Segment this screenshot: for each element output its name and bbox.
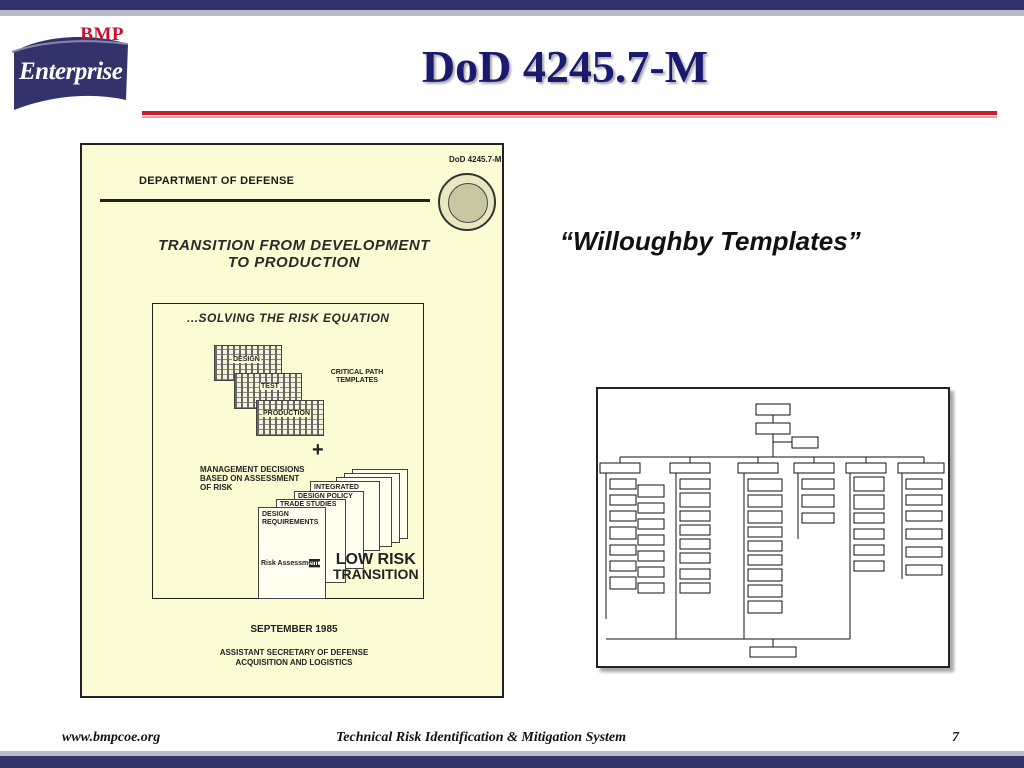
footer-page-number: 7 xyxy=(952,730,959,745)
top-band xyxy=(0,0,1024,10)
org-chart-drawing xyxy=(599,403,945,658)
bottom-band xyxy=(0,756,1024,768)
production-grid xyxy=(256,400,324,436)
dod-seal-icon xyxy=(438,173,496,231)
bottom-band-light xyxy=(0,751,1024,756)
logo-enterprise-text: Enterprise xyxy=(19,58,123,85)
low-risk-line1: LOW RISK xyxy=(335,551,416,568)
critical-path-label: CRITICAL PATH TEMPLATES xyxy=(330,369,384,384)
equals-sign: = xyxy=(308,551,321,576)
doc-title-line2: TO PRODUCTION xyxy=(227,254,361,271)
production-grid-label: PRODUCTION xyxy=(262,410,312,417)
low-risk-line2: TRANSITION xyxy=(333,566,419,582)
page-integrated-label: INTEGRATED xyxy=(314,484,359,491)
low-risk-transition: LOW RISK TRANSITION xyxy=(333,551,419,582)
org-chart-image xyxy=(596,387,950,668)
slide-title: DoD 4245.7-M xyxy=(421,41,709,92)
risk-assessment-label: Risk Assessment xyxy=(261,560,319,567)
doc-code: DoD 4245.7-M xyxy=(449,155,502,164)
doc-date: SEPTEMBER 1985 xyxy=(250,624,338,635)
doc-department: DEPARTMENT OF DEFENSE xyxy=(139,175,295,187)
title-rule xyxy=(142,111,997,115)
footer-website: www.bmpcoe.org xyxy=(62,730,161,745)
doc-title-line1: TRANSITION FROM DEVELOPMENT xyxy=(158,237,430,254)
top-band-light xyxy=(0,10,1024,16)
doc-divider xyxy=(100,199,430,202)
test-grid-label: TEST xyxy=(260,383,280,390)
page-design-requirements-label: DESIGN REQUIREMENTS xyxy=(262,511,319,526)
assistant-line1: ASSISTANT SECRETARY OF DEFENSE xyxy=(219,648,369,657)
page-trade-studies-label: TRADE STUDIES xyxy=(280,501,337,508)
footer-system-name: Technical Risk Identification & Mitigati… xyxy=(336,730,627,745)
management-decisions-label: MANAGEMENT DECISIONS BASED ON ASSESSMENT… xyxy=(200,465,305,492)
doc-title: TRANSITION FROM DEVELOPMENT TO PRODUCTIO… xyxy=(82,237,502,271)
plus-sign: + xyxy=(312,439,324,461)
title-rule-shadow xyxy=(142,116,997,118)
bmp-enterprise-logo: BMP Enterprise xyxy=(10,22,132,114)
doc-subtitle: ...SOLVING THE RISK EQUATION xyxy=(187,311,390,325)
document-cover-image: DoD 4245.7-M DEPARTMENT OF DEFENSE TRANS… xyxy=(80,143,504,698)
assistant-line2: ACQUISITION AND LOGISTICS xyxy=(235,658,353,667)
logo-bmp-text: BMP xyxy=(80,24,124,45)
template-page xyxy=(258,507,326,599)
design-grid-label: DESIGN xyxy=(232,356,261,363)
doc-assistant-secretary: ASSISTANT SECRETARY OF DEFENSE ACQUISITI… xyxy=(82,648,502,668)
page-design-policy-label: DESIGN POLICY xyxy=(298,493,353,500)
logo-swoosh-icon xyxy=(11,37,129,110)
willoughby-quote: “Willoughby Templates” xyxy=(560,226,861,256)
